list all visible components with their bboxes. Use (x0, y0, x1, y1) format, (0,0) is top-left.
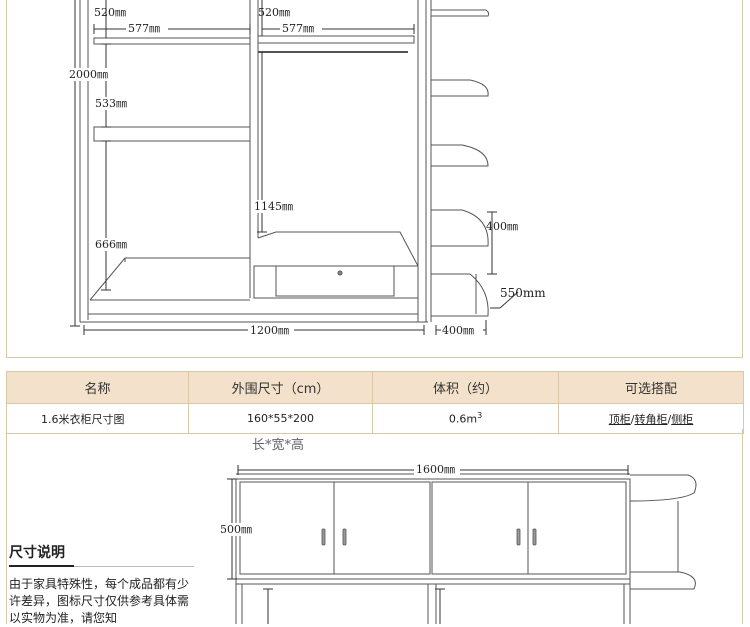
option-link-side-cabinet[interactable]: 侧柜 (671, 412, 694, 426)
cell-size: 160*55*200 (188, 403, 373, 434)
dimension-caption: 长*宽*高 (252, 438, 305, 453)
notes-divider (74, 566, 194, 567)
dim-2000: 2000㎜ (69, 68, 108, 81)
table-header-row: 名称 外围尺寸（cm） 体积（约） 可选搭配 (6, 371, 744, 404)
dim-533: 533㎜ (95, 97, 127, 110)
volume-value: 0.6m (448, 412, 478, 426)
option-link-corner-cabinet[interactable]: 转角柜 (634, 412, 668, 426)
header-volume: 体积（约） (372, 371, 559, 404)
notes-title: 尺寸说明 (9, 545, 65, 561)
header-name: 名称 (6, 371, 189, 404)
dim-520-left: 520㎜ (94, 6, 126, 19)
dim-500: 500㎜ (220, 523, 252, 536)
dim-1600: 1600㎜ (416, 463, 455, 476)
dim-666: 666㎜ (95, 238, 127, 251)
dim-1200: 1200㎜ (250, 324, 289, 337)
lower-section (6, 429, 743, 624)
dim-550: 550mm (500, 286, 546, 300)
header-size: 外围尺寸（cm） (188, 371, 373, 404)
cell-name: 1.6米衣柜尺寸图 (6, 403, 189, 434)
notes-text: 由于家具特殊性，每个成品都有少许差异，图标尺寸仅供参考具体需以实物为准，请您知 (9, 577, 190, 625)
cell-options: 顶柜/转角柜/侧柜 (558, 403, 744, 434)
wardrobe-front-diagram: 520㎜ 520㎜ 577㎜ 577㎜ 2000㎜ 533㎜ 1145㎜ 666… (69, 0, 546, 337)
dim-400-side: 400㎜ (486, 220, 518, 233)
dim-1145: 1145㎜ (254, 200, 293, 213)
spec-table: 名称 外围尺寸（cm） 体积（约） 可选搭配 1.6米衣柜尺寸图 160*55*… (6, 371, 744, 434)
table-row: 1.6米衣柜尺寸图 160*55*200 0.6m3 顶柜/转角柜/侧柜 (6, 403, 744, 434)
wardrobe-doors-diagram: 1600㎜ 500㎜ (220, 463, 697, 624)
cell-volume: 0.6m3 (372, 403, 559, 434)
option-link-top-cabinet[interactable]: 顶柜 (608, 412, 631, 426)
header-options: 可选搭配 (558, 371, 744, 404)
dim-577-left: 577㎜ (128, 22, 160, 35)
dim-577-right: 577㎜ (282, 22, 314, 35)
notes-title-underline (9, 565, 74, 567)
dim-520-right: 520㎜ (258, 6, 290, 19)
dim-400-bottom: 400㎜ (442, 324, 474, 337)
volume-exponent: 3 (477, 411, 483, 421)
